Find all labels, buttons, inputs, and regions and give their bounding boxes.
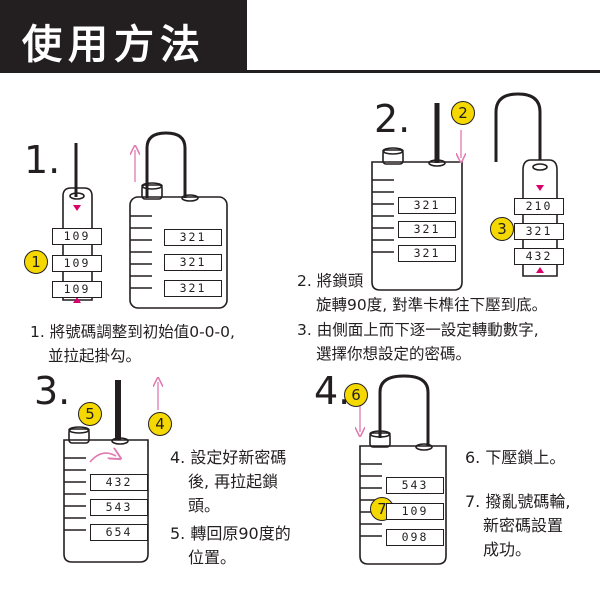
badge-4: 4	[148, 412, 172, 436]
dial-wheel: 543	[386, 477, 444, 494]
step5-text-2: 位置。	[188, 548, 237, 567]
badge-2: 2	[451, 101, 475, 125]
dial-wheel: 109	[52, 255, 102, 272]
step3-text: 3. 由側面上而下逐一設定轉動數字,	[297, 321, 539, 339]
dial-wheel: 098	[386, 529, 444, 546]
step2-text-2: 旋轉90度, 對準卡榫往下壓到底。	[316, 296, 548, 314]
front-lock-body-4	[359, 445, 447, 565]
step1-text-2: 並拉起掛勾。	[48, 347, 142, 365]
step4-text-2: 後, 再拉起鎖	[188, 472, 279, 491]
step2-text: 2. 將鎖頭	[297, 272, 364, 290]
side-lock-body-2	[522, 159, 558, 277]
side-lock-body	[62, 187, 93, 301]
badge-1: 1	[24, 250, 48, 274]
front-lock-body-2	[371, 161, 463, 291]
shackle	[145, 131, 187, 198]
step4-text: 4. 設定好新密碼	[170, 448, 287, 467]
dial-wheel: 432	[90, 474, 148, 491]
dial-wheel: 432	[514, 248, 564, 265]
dial-wheel: 654	[90, 524, 148, 541]
dial-wheel: 321	[514, 223, 564, 240]
dial-wheel: 321	[164, 229, 222, 246]
page-title: 使用方法	[22, 22, 206, 68]
dial-wheel: 321	[398, 245, 456, 262]
badge-3: 3	[490, 217, 514, 241]
front-lock-body-3	[63, 439, 149, 563]
dial-wheel: 109	[52, 228, 102, 245]
dial-wheel: 321	[164, 254, 222, 271]
step6-text: 6. 下壓鎖上。	[465, 448, 566, 467]
step4-text-3: 頭。	[188, 496, 221, 515]
step7-text-2: 新密碼設置	[483, 516, 564, 535]
step7-text: 7. 撥亂號碼輪,	[465, 492, 571, 511]
step3-text-2: 選擇你想設定的密碼。	[316, 345, 472, 363]
badge-5: 5	[78, 402, 102, 426]
step7-text-3: 成功。	[483, 540, 532, 559]
step-number-3: 3.	[34, 369, 71, 413]
dial-wheel: 321	[398, 221, 456, 238]
title-banner: 使用方法	[0, 0, 247, 73]
step-number-2: 2.	[374, 97, 411, 141]
title-rule	[247, 70, 600, 73]
dial-wheel: 543	[90, 499, 148, 516]
dial-wheel: 109	[52, 281, 102, 298]
dial-wheel: 210	[514, 198, 564, 215]
step-number-1: 1.	[24, 138, 61, 182]
step1-text: 1. 將號碼調整到初始值0-0-0,	[30, 323, 235, 341]
badge-6: 6	[344, 383, 368, 407]
dial-wheel: 321	[398, 197, 456, 214]
dial-wheel: 321	[164, 280, 222, 297]
shackle-4	[378, 374, 430, 446]
dial-wheel: 109	[386, 503, 444, 520]
step5-text: 5. 轉回原90度的	[170, 524, 291, 543]
shackle-side	[494, 92, 542, 162]
